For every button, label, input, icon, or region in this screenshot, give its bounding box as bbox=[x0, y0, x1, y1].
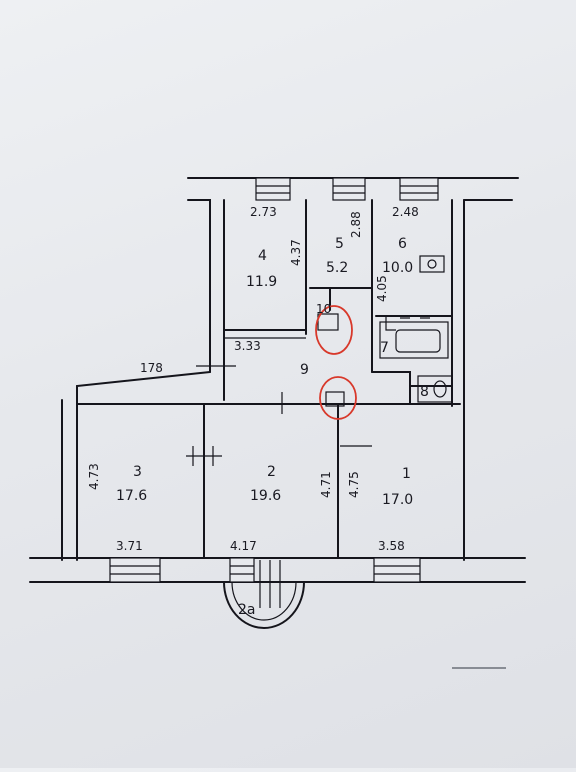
outer-walls bbox=[29, 177, 526, 583]
dimension-4-73: 4.73 bbox=[87, 463, 101, 490]
shaft-fixture-upper bbox=[317, 313, 339, 331]
room-7-number: 7 bbox=[380, 340, 389, 356]
dimension-178: 178 bbox=[140, 361, 163, 375]
dimension-2-48: 2.48 bbox=[392, 205, 419, 219]
bathtub-fixture bbox=[379, 317, 449, 359]
window-north-room5 bbox=[332, 177, 366, 201]
dimension-2-88: 2.88 bbox=[349, 211, 363, 238]
room-4-number: 4 bbox=[258, 248, 267, 264]
room-6-number: 6 bbox=[398, 236, 407, 252]
room-2a-number: 2a bbox=[238, 602, 256, 618]
room-1-area: 17.0 bbox=[382, 492, 413, 508]
balcony-bay bbox=[223, 560, 305, 629]
red-circle-marker-lower bbox=[319, 376, 357, 420]
room-6-area: 10.0 bbox=[382, 260, 413, 276]
red-circle-marker-upper bbox=[315, 305, 353, 355]
stove-fixture bbox=[419, 255, 445, 273]
dimension-4-17: 4.17 bbox=[230, 539, 257, 553]
window-north-room6 bbox=[399, 177, 439, 201]
room-2-number: 2 bbox=[267, 464, 276, 480]
dimension-4-75: 4.75 bbox=[347, 471, 361, 498]
room-3-number: 3 bbox=[133, 464, 142, 480]
dimension-4-71: 4.71 bbox=[319, 471, 333, 498]
dimension-2-73: 2.73 bbox=[250, 205, 277, 219]
room-4-area: 11.9 bbox=[246, 274, 277, 290]
room-9-number: 9 bbox=[300, 362, 309, 378]
room-8-number: 8 bbox=[420, 384, 429, 400]
window-south-room1 bbox=[373, 557, 421, 583]
room-5-area: 5.2 bbox=[326, 260, 348, 276]
room-3-area: 17.6 bbox=[116, 488, 147, 504]
toilet-fixture bbox=[417, 375, 453, 403]
window-south-room3 bbox=[109, 557, 161, 583]
room-10-number: 10 bbox=[316, 302, 331, 316]
dimension-3-58: 3.58 bbox=[378, 539, 405, 553]
dimension-3-33: 3.33 bbox=[234, 339, 261, 353]
room-1-number: 1 bbox=[402, 466, 411, 482]
window-south-room2 bbox=[229, 557, 255, 583]
shaft-fixture-lower bbox=[325, 391, 345, 407]
room-2-area: 19.6 bbox=[250, 488, 281, 504]
dimension-4-05: 4.05 bbox=[375, 275, 389, 302]
interior-walls bbox=[76, 199, 461, 559]
window-north-room4 bbox=[255, 177, 291, 201]
room-5-number: 5 bbox=[335, 236, 344, 252]
dimension-3-71: 3.71 bbox=[116, 539, 143, 553]
dimension-4-37: 4.37 bbox=[289, 239, 303, 266]
